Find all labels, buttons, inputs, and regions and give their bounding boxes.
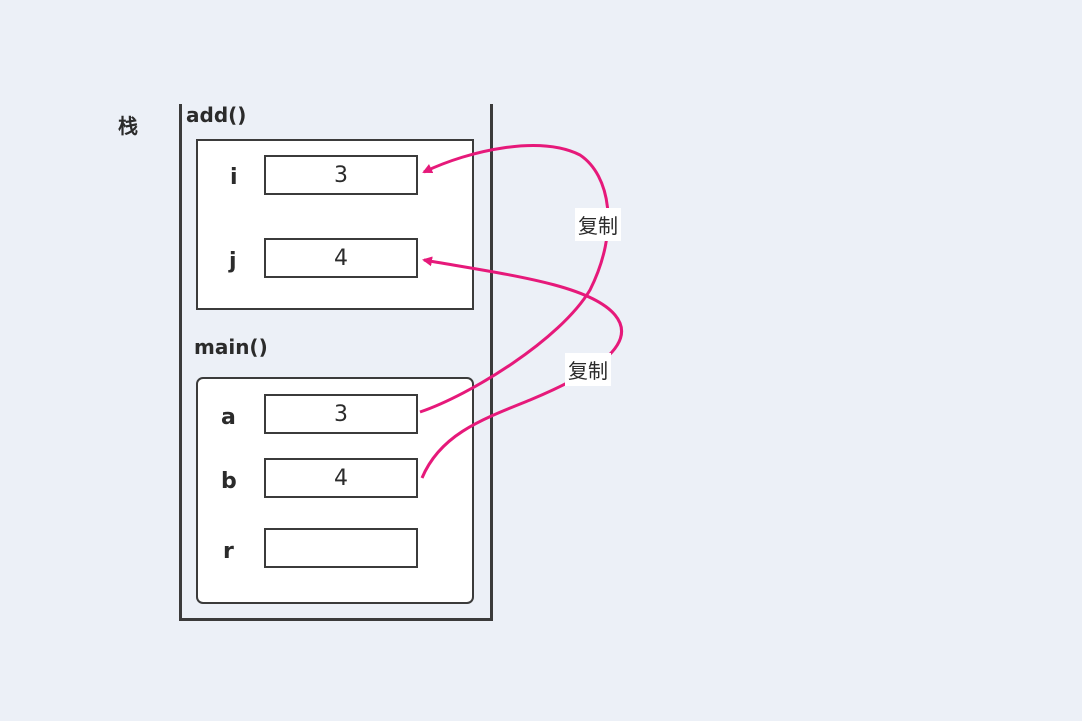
var-name-j: j — [229, 249, 237, 274]
frame-main-title: main() — [194, 335, 268, 359]
var-cell-b: 4 — [264, 458, 418, 498]
stack-container — [179, 104, 493, 621]
var-cell-a: 3 — [264, 394, 418, 434]
copy-label-1: 复制 — [575, 208, 621, 241]
var-name-i: i — [230, 165, 238, 190]
var-cell-r — [264, 528, 418, 568]
var-name-b: b — [221, 469, 237, 494]
copy-arrow-b-to-j — [420, 256, 623, 479]
var-cell-j: 4 — [264, 238, 418, 278]
var-cell-i: 3 — [264, 155, 418, 195]
frame-add-title: add() — [186, 103, 247, 127]
copy-label-2: 复制 — [565, 353, 611, 386]
var-name-a: a — [221, 405, 236, 430]
var-name-r: r — [223, 539, 234, 564]
stack-title: 栈 — [118, 114, 138, 138]
